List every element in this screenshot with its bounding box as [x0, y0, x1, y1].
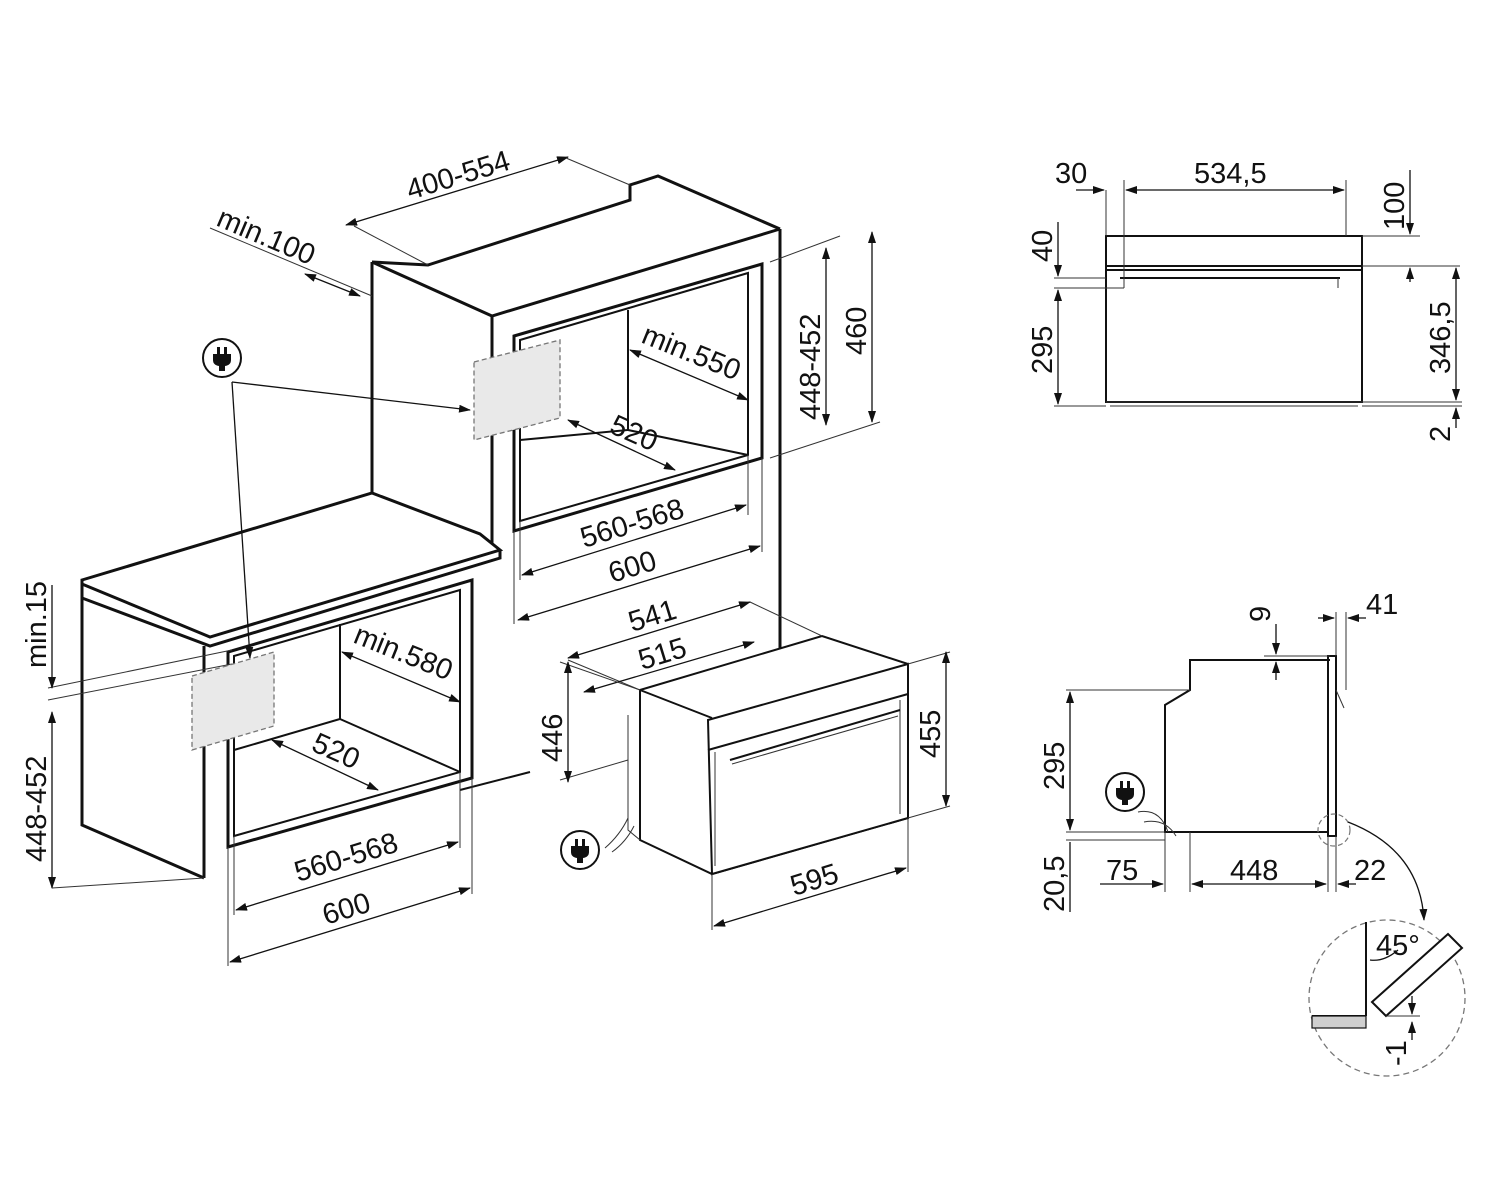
label-lower-gap-min: min.15: [21, 581, 53, 668]
label-detail-offset: -1: [1381, 1040, 1413, 1066]
label-front-panel: 40: [1027, 230, 1059, 262]
label-side-bottom: 20,5: [1039, 856, 1071, 912]
label-oven-height-446: 446: [537, 714, 569, 762]
label-side-door: 22: [1354, 855, 1386, 887]
plug-leaders: [202, 338, 471, 659]
label-lower-cavity-width: 560-568: [291, 827, 402, 889]
label-upper-outer-width: 600: [605, 545, 661, 590]
label-side-top: 9: [1245, 606, 1277, 622]
label-front-bottom-gap: 2: [1425, 426, 1457, 442]
plug-icon-2: [560, 830, 600, 870]
label-oven-depth-515: 515: [635, 632, 691, 677]
label-oven-width-595: 595: [787, 858, 843, 903]
label-oven-height-455: 455: [915, 710, 947, 758]
side-view: 9 41 295 20,5 75 448 22 45°: [1039, 589, 1466, 1077]
oven-perspective: 541 515 446 455 595: [537, 594, 951, 930]
plug-icon-3: [1105, 772, 1145, 812]
label-side-depth: 448: [1230, 855, 1278, 887]
label-front-total: 346,5: [1425, 301, 1457, 374]
label-front-left-offset: 30: [1055, 158, 1087, 190]
label-lower-outer-width: 600: [319, 887, 375, 932]
label-upper-floor-depth: 520: [605, 409, 662, 458]
label-side-height: 295: [1039, 742, 1071, 790]
label-upper-width-range: 400-554: [403, 145, 514, 207]
label-lower-depth-cavity: min.580: [349, 619, 457, 687]
label-upper-cavity-width: 560-568: [577, 493, 688, 555]
label-detail-angle: 45°: [1376, 930, 1420, 962]
label-upper-height-range: 448-452: [795, 314, 827, 420]
plug-icon-1: [202, 338, 242, 378]
label-upper-depth-cavity: min.550: [637, 319, 745, 387]
label-side-rear: 75: [1106, 855, 1138, 887]
label-front-lower: 295: [1027, 326, 1059, 374]
front-view: 30 534,5 100 40 295 346,5 2: [1027, 158, 1462, 442]
label-side-front: 41: [1366, 589, 1398, 621]
label-front-top-gap: 100: [1379, 182, 1411, 230]
label-lower-height-range: 448-452: [21, 756, 53, 862]
label-lower-floor-depth: 520: [307, 727, 364, 776]
label-upper-outer-height: 460: [841, 307, 873, 355]
label-upper-depth-min: min.100: [212, 202, 319, 272]
label-front-width: 534,5: [1194, 158, 1267, 190]
lower-cabinet: min.15 448-452 min.580 520 560-568 600: [21, 491, 531, 966]
label-oven-depth-541: 541: [625, 594, 681, 639]
